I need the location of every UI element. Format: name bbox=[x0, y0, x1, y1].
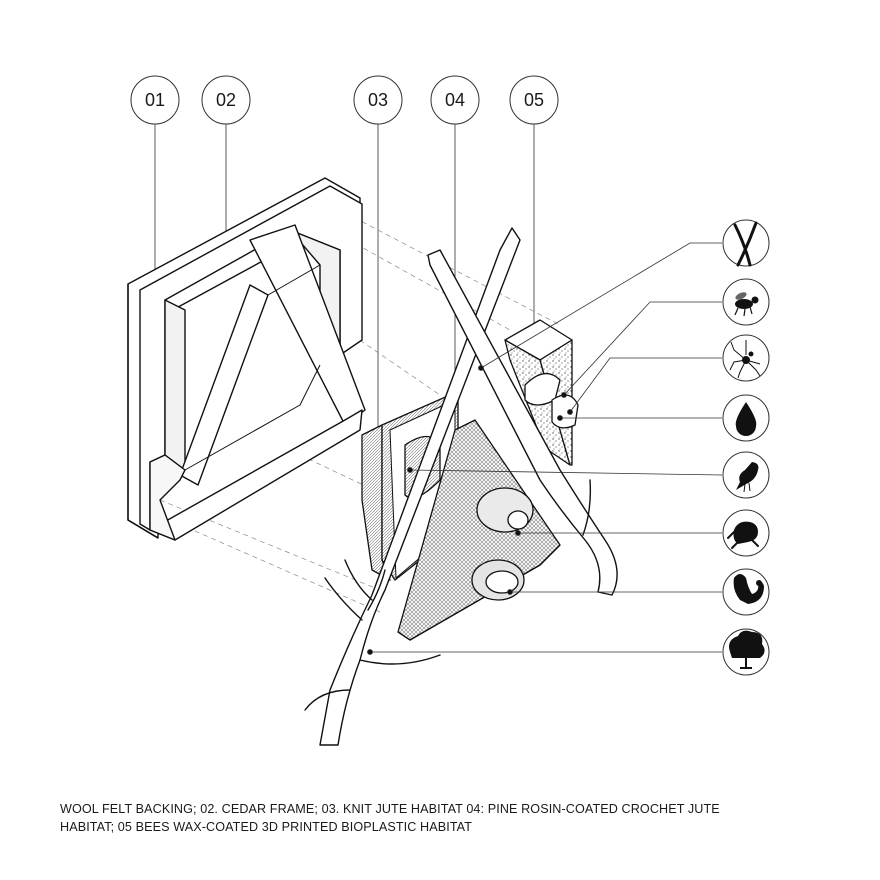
spider-icon bbox=[722, 334, 770, 382]
callout-03-label: 03 bbox=[368, 90, 388, 110]
caption-line-2: HABITAT; 05 BEES WAX-COATED 3D PRINTED B… bbox=[60, 820, 473, 834]
callout-05: 05 bbox=[509, 75, 559, 330]
callout-markers: 01 02 03 04 05 bbox=[130, 75, 559, 517]
bird-icon bbox=[722, 451, 770, 499]
frog-icon bbox=[722, 509, 770, 557]
callout-05-label: 05 bbox=[524, 90, 544, 110]
squirrel-icon bbox=[722, 568, 770, 616]
caption-line-1: WOOL FELT BACKING; 02. CEDAR FRAME; 03. … bbox=[60, 802, 720, 816]
water-drop-icon bbox=[722, 394, 770, 442]
tree-branches bbox=[304, 227, 618, 746]
tree-icon bbox=[722, 628, 770, 676]
callout-01: 01 bbox=[130, 75, 180, 275]
bioplastic-habitat bbox=[504, 319, 579, 466]
callout-02-label: 02 bbox=[216, 90, 236, 110]
icon-leader-lines bbox=[367, 242, 723, 655]
species-icons bbox=[722, 219, 770, 676]
callout-01-label: 01 bbox=[145, 90, 165, 110]
bee-icon bbox=[722, 278, 770, 326]
callout-03: 03 bbox=[353, 75, 403, 437]
cedar-frame bbox=[127, 177, 366, 541]
branches-icon bbox=[722, 219, 770, 267]
figure-caption: WOOL FELT BACKING; 02. CEDAR FRAME; 03. … bbox=[60, 800, 840, 836]
callout-04-label: 04 bbox=[445, 90, 465, 110]
